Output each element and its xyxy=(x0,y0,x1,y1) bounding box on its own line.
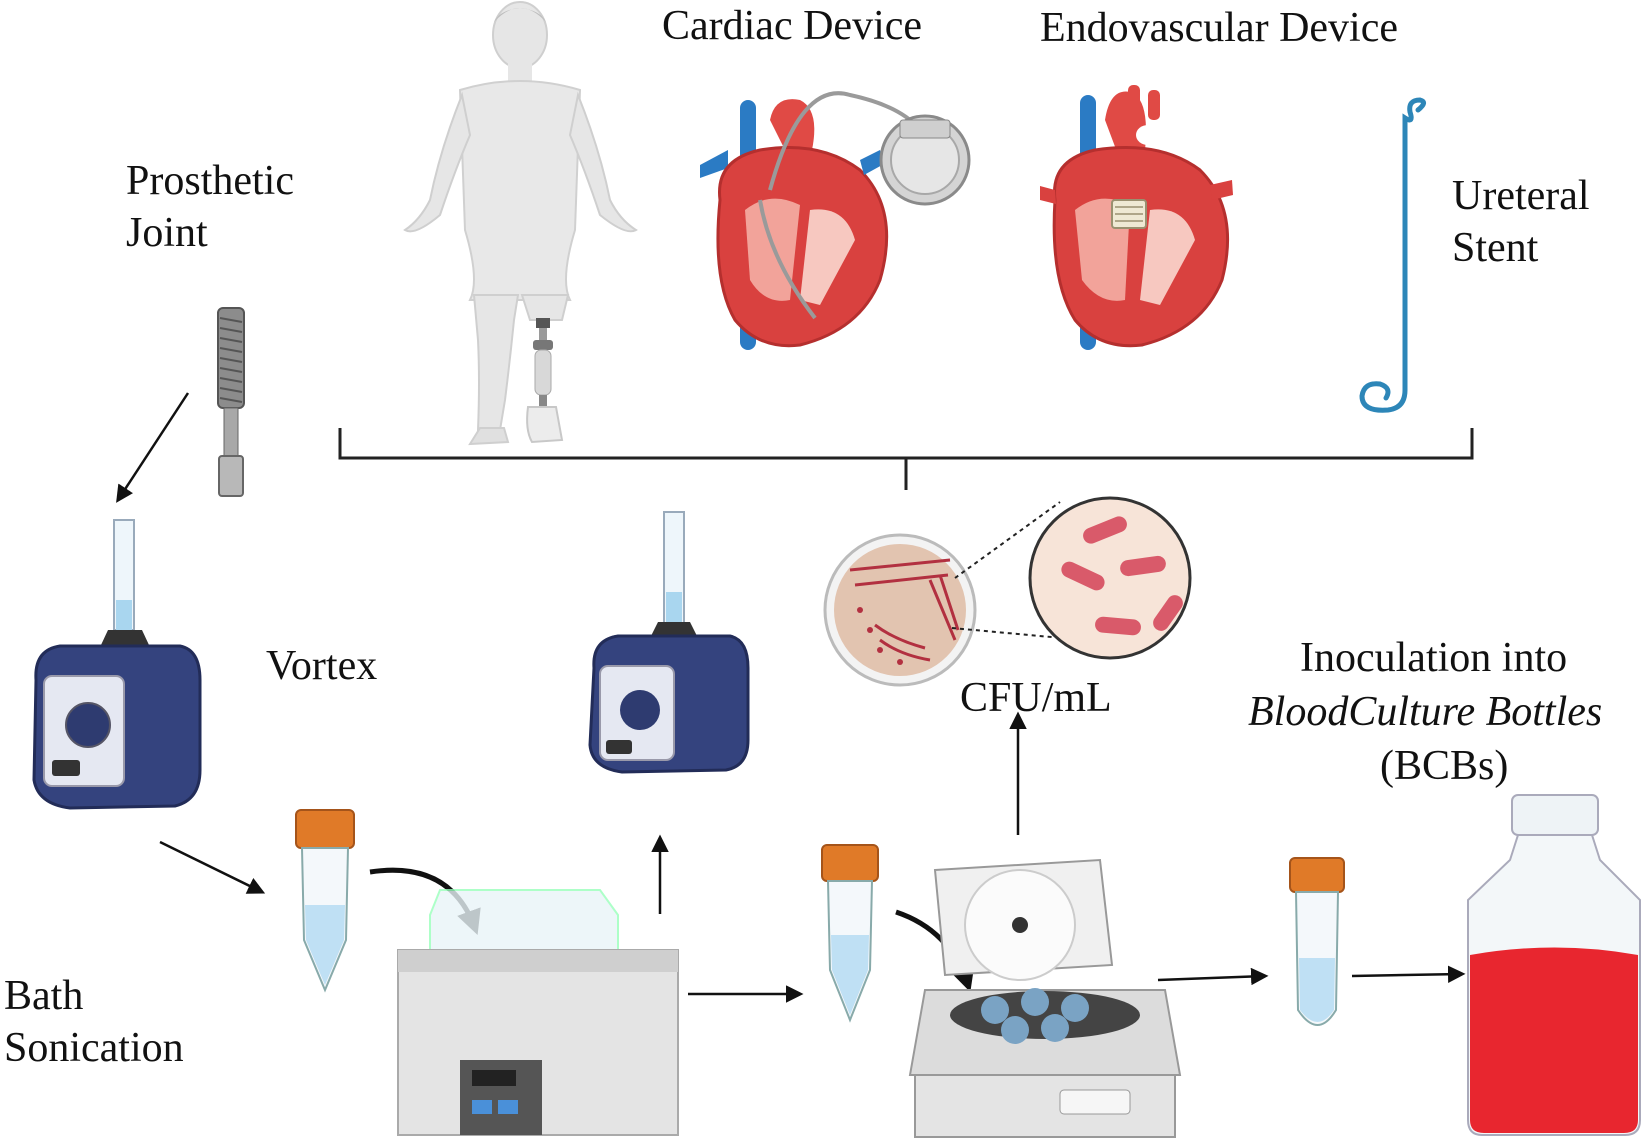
pacemaker-heart-icon xyxy=(700,91,971,350)
vortex-mixer-icon xyxy=(588,511,750,774)
centrifuge-icon xyxy=(908,858,1182,1138)
label-bath-sonication-line1: Bath xyxy=(4,973,84,1019)
label-cfu-ml: CFU/mL xyxy=(960,675,1112,721)
label-endovascular-device: Endovascular Device xyxy=(1040,5,1399,51)
ureteral-stent-icon xyxy=(1359,97,1426,413)
conical-tube-icon xyxy=(1289,857,1345,1026)
label-vortex: Vortex xyxy=(266,643,378,689)
device-bracket xyxy=(338,428,1474,490)
label-prosthetic-joint-line1: Prosthetic xyxy=(126,158,294,204)
label-ureteral-stent-line1: Ureteral xyxy=(1452,173,1590,219)
arrow-tube-to-bottle xyxy=(1351,965,1466,984)
tavr-heart-icon xyxy=(1040,85,1233,350)
label-inoculation-line2: BloodCulture Bottles xyxy=(1248,689,1603,735)
arrow-vortex-to-tube xyxy=(159,840,266,894)
conical-tube-icon xyxy=(295,809,355,993)
arrow-centrifuge-to-tube xyxy=(1157,967,1269,986)
label-prosthetic-joint-line2: Joint xyxy=(126,210,208,256)
bacteria-magnifier-icon xyxy=(951,496,1192,660)
vortex-mixer-icon xyxy=(32,519,202,810)
label-inoculation-line3: (BCBs) xyxy=(1380,743,1509,789)
label-ureteral-stent-line2: Stent xyxy=(1452,225,1539,271)
sonication-bath-icon xyxy=(397,889,679,1136)
prosthetic-leg-icon xyxy=(526,318,564,444)
prosthetic-screw-icon xyxy=(217,307,245,497)
human-amputee-icon xyxy=(403,1,638,446)
conical-tube-icon xyxy=(821,844,879,1023)
culture-bottle-icon xyxy=(1467,794,1641,1136)
label-inoculation-line1: Inoculation into xyxy=(1300,635,1568,681)
petri-dish-icon xyxy=(823,533,977,687)
label-cardiac-device: Cardiac Device xyxy=(662,3,923,49)
arrow-screw-to-vortex xyxy=(116,392,190,503)
label-bath-sonication-line2: Sonication xyxy=(4,1025,184,1071)
